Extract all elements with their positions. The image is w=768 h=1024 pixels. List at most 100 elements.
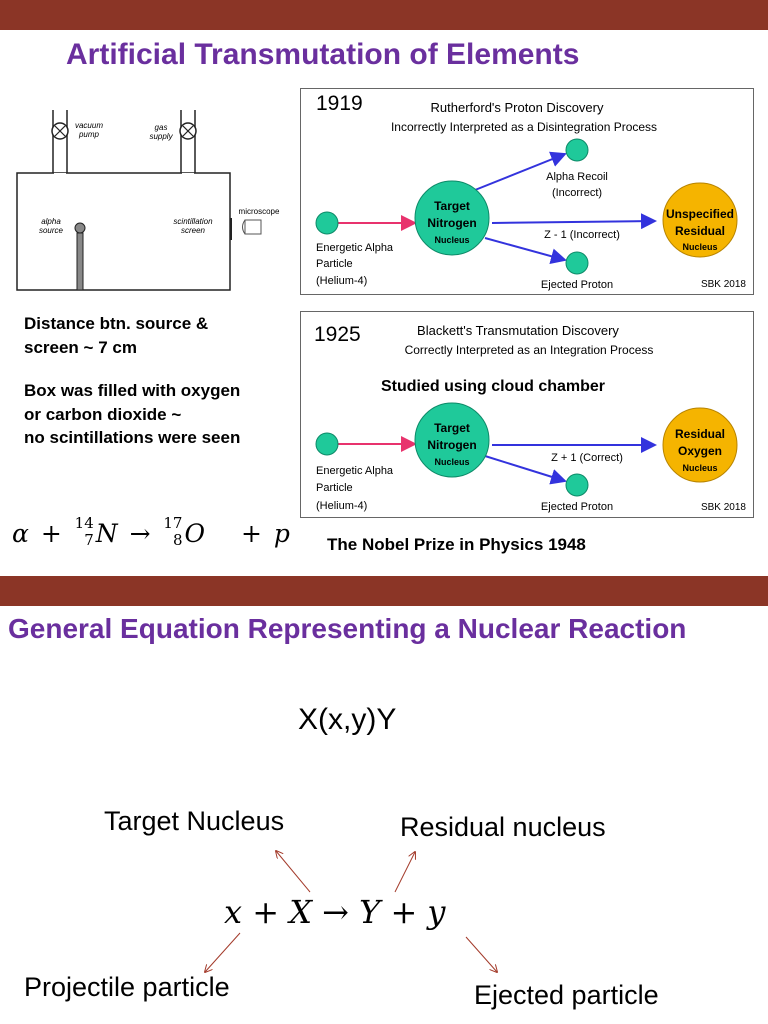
eq-o-mass: 17 — [163, 514, 183, 532]
rutherford-diagram: 1919 Rutherford's Proton Discovery Incor… — [300, 88, 754, 295]
projectile2-label-2: Particle — [316, 482, 353, 494]
target-nucleus-label: Target Nucleus — [104, 806, 285, 836]
blackett-year: 1925 — [314, 323, 361, 346]
residual2-label-1: Residual — [675, 427, 725, 441]
eq-n-mass: 14 — [74, 514, 94, 532]
residual-arrow — [491, 213, 657, 230]
apparatus-diagram: vacuum pump gas supply alpha source scin… — [16, 110, 280, 291]
proton-arrow — [484, 237, 567, 265]
gen-eq-Y: Y — [359, 893, 381, 931]
reaction-label: Z - 1 (Incorrect) — [544, 229, 620, 241]
target-label-2: Nitrogen — [427, 216, 476, 230]
alpha-source-label-2: source — [39, 226, 64, 235]
eq-plus-1: + — [40, 519, 62, 548]
residual-oxygen-nucleus — [662, 407, 738, 483]
alpha-particle-icon — [315, 211, 339, 235]
alpha-source-icon — [74, 222, 86, 291]
rutherford-year: 1919 — [316, 92, 363, 115]
alpha-recoil-icon — [565, 138, 589, 162]
alpha-particle-icon-2 — [315, 432, 339, 456]
target2-label-3: Nucleus — [434, 457, 469, 467]
projectile-label-1: Energetic Alpha — [316, 242, 394, 254]
slide2-title: General Equation Representing a Nuclear … — [8, 613, 687, 644]
blackett-credit: SBK 2018 — [701, 502, 746, 513]
residual-nucleus-label: Residual nucleus — [400, 812, 606, 842]
eq-n-atomic: 7 — [84, 531, 94, 549]
note-line-5: no scintillations were seen — [24, 428, 241, 447]
blackett-frame — [300, 311, 754, 518]
alpha-recoil-label-2: (Incorrect) — [552, 187, 602, 199]
note-line-4: or carbon dioxide ~ — [24, 404, 182, 424]
rutherford-subtitle: Incorrectly Interpreted as a Disintegrat… — [391, 120, 657, 134]
transmutation-equation: α + 14 7 N → 17 8 O + p — [12, 514, 290, 558]
target2-label-2: Nitrogen — [427, 438, 476, 452]
residual-nucleus — [662, 182, 738, 258]
eq-arrow: → — [129, 519, 151, 548]
target-pointer-arrow — [276, 851, 311, 893]
eq-alpha: α — [12, 519, 29, 548]
blackett-subtitle: Correctly Interpreted as an Integration … — [405, 343, 654, 357]
projectile2-label-3: (Helium-4) — [316, 500, 367, 512]
target-label-1: Target — [434, 199, 470, 213]
scintillation-screen-label-2: screen — [181, 226, 206, 235]
microscope-icon — [242, 219, 262, 235]
ejected-proton-label-2: Ejected Proton — [541, 501, 613, 513]
gen-eq-plus-2: + — [390, 893, 418, 931]
blackett-title: Blackett's Transmutation Discovery — [417, 323, 619, 338]
gas-supply-label-1: gas — [155, 123, 168, 132]
projectile-label-2: Particle — [316, 258, 353, 270]
projectile-pointer-arrow — [205, 932, 241, 972]
rutherford-credit: SBK 2018 — [701, 279, 746, 290]
ejected-proton-label: Ejected Proton — [541, 279, 613, 291]
projectile-particle-label: Projectile particle — [24, 972, 230, 1002]
top-bar — [0, 0, 768, 30]
vacuum-valve-icon — [51, 122, 69, 140]
target-nitrogen-nucleus — [414, 180, 490, 256]
residual2-label-3: Nucleus — [682, 463, 717, 473]
gas-supply-label-2: supply — [149, 132, 173, 141]
vacuum-pump-label-2: pump — [78, 130, 100, 139]
gen-eq-y: y — [427, 893, 446, 931]
note-line-1: Distance btn. source & — [24, 314, 209, 333]
nobel-prize: The Nobel Prize in Physics 1948 — [327, 535, 586, 554]
slide1-title: Artificial Transmutation of Elements — [66, 38, 580, 71]
recoil-arrow — [474, 151, 567, 191]
ejected-proton-icon — [565, 251, 589, 275]
alpha-recoil-label-1: Alpha Recoil — [546, 171, 608, 183]
gen-eq-plus-1: + — [252, 893, 280, 931]
eq-plus-2: + — [240, 519, 262, 548]
gen-eq-x: x — [224, 893, 243, 931]
ejected-proton-icon-2 — [565, 473, 589, 497]
eq-proton: p — [273, 519, 290, 548]
reaction-notation: X(x,y)Y — [298, 703, 397, 736]
residual-label-3: Nucleus — [682, 242, 717, 252]
ejected-pointer-arrow — [465, 936, 497, 972]
residual-label-1: Unspecified — [666, 207, 734, 221]
eq-o-atomic: 8 — [172, 531, 183, 549]
gen-eq-X: X — [289, 893, 312, 931]
projectile-label-3: (Helium-4) — [316, 275, 367, 287]
microscope-label: microscope — [239, 207, 280, 216]
projectile2-label-1: Energetic Alpha — [316, 465, 394, 477]
alpha-source-label-1: alpha — [41, 217, 61, 226]
target-nitrogen-nucleus-2 — [414, 402, 490, 478]
eq-n-symbol: N — [95, 519, 118, 548]
divider-bar — [0, 576, 768, 606]
ejected-particle-label: Ejected particle — [474, 980, 659, 1010]
scintillation-screen-label-1: scintillation — [173, 217, 213, 226]
blackett-diagram: 1925 Blackett's Transmutation Discovery … — [300, 311, 754, 518]
rutherford-title: Rutherford's Proton Discovery — [431, 100, 604, 115]
gas-valve-icon — [179, 122, 197, 140]
cloud-chamber-note: Studied using cloud chamber — [381, 378, 605, 395]
eq-o-symbol: O — [184, 519, 205, 548]
reaction-label-2: Z + 1 (Correct) — [551, 452, 623, 464]
notes: Distance btn. source & screen ~ 7 cm Box… — [24, 312, 240, 450]
note-line-3: Box was filled with oxygen — [24, 381, 241, 400]
gen-eq-arrow: → — [322, 893, 349, 931]
note-line-2: screen ~ 7 cm — [24, 337, 137, 357]
vacuum-pump-label-1: vacuum — [75, 121, 103, 130]
residual2-label-2: Oxygen — [678, 444, 722, 458]
target-label-3: Nucleus — [434, 235, 469, 245]
target2-label-1: Target — [434, 421, 470, 435]
general-equation: x + X → Y + y — [224, 893, 446, 931]
